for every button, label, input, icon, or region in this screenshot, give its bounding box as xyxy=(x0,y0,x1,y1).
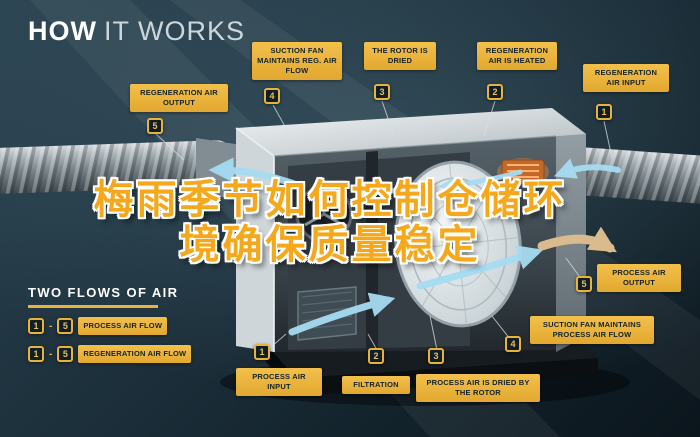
callout-process-air-input: PROCESS AIR INPUT xyxy=(236,368,322,397)
step-badge-1-process: 1 xyxy=(254,344,270,360)
legend-dash-regen: - xyxy=(49,348,53,360)
legend-badge-to-regen: 5 xyxy=(57,346,74,363)
step-badge-2-regen: 2 xyxy=(487,84,503,100)
callout-suction-fan-reg: SUCTION FAN MAINTAINS REG. AIR FLOW xyxy=(252,42,342,81)
callout-filtration: FILTRATION xyxy=(342,376,410,395)
step-badge-4-regen: 4 xyxy=(264,88,280,104)
callout-regeneration-air-input: REGENERATION AIR INPUT xyxy=(583,64,669,93)
step-badge-3-regen: 3 xyxy=(374,84,390,100)
callout-process-air-dried: PROCESS AIR IS DRIED BY THE ROTOR xyxy=(416,374,540,403)
legend-row-process: 1 - 5 PROCESS AIR FLOW xyxy=(28,317,168,336)
machine-interior xyxy=(288,151,549,350)
right-duct xyxy=(544,145,700,205)
legend-heading: TWO FLOWS OF AIR xyxy=(28,285,179,300)
step-badge-1-regen: 1 xyxy=(596,104,612,120)
legend-badge-to-process: 5 xyxy=(57,318,74,335)
title-how: HOW xyxy=(28,16,97,46)
legend-dash-process: - xyxy=(49,320,53,332)
chinese-overlay-line2: 境确保质量稳定 xyxy=(179,222,481,267)
legend-label-regeneration-air-flow: REGENERATION AIR FLOW xyxy=(78,345,192,364)
step-badge-3-process: 3 xyxy=(428,348,444,364)
legend-underline xyxy=(28,305,158,308)
process-output-arrow xyxy=(537,226,617,253)
step-badge-2-process: 2 xyxy=(368,348,384,364)
callout-rotor-is-dried: THE ROTOR IS DRIED xyxy=(364,42,436,71)
step-badge-4-process: 4 xyxy=(505,336,521,352)
chinese-overlay: 梅雨季节如何控制仓储环 境确保质量稳定 xyxy=(40,178,620,268)
chinese-overlay-line1: 梅雨季节如何控制仓储环 xyxy=(93,178,567,222)
callout-suction-fan-process: SUCTION FAN MAINTAINS PROCESS AIR FLOW xyxy=(530,316,654,345)
left-duct xyxy=(0,140,231,195)
legend-row-regeneration: 1 - 5 REGENERATION AIR FLOW xyxy=(28,345,192,364)
step-badge-5-regen: 5 xyxy=(147,118,163,134)
legend-label-process-air-flow: PROCESS AIR FLOW xyxy=(78,317,168,336)
title-it-works: IT WORKS xyxy=(103,16,245,46)
callout-process-air-output: PROCESS AIR OUTPUT xyxy=(597,264,681,293)
callout-regeneration-air-heated: REGENERATION AIR IS HEATED xyxy=(477,42,557,71)
airflow-arrows xyxy=(208,157,621,336)
legend-badge-from-regen: 1 xyxy=(28,346,44,363)
leader-lines xyxy=(155,100,613,355)
legend-badge-from-process: 1 xyxy=(28,318,44,335)
step-badge-5-process: 5 xyxy=(576,276,592,292)
callout-regeneration-air-output: REGENERATION AIR OUTPUT xyxy=(130,84,228,113)
